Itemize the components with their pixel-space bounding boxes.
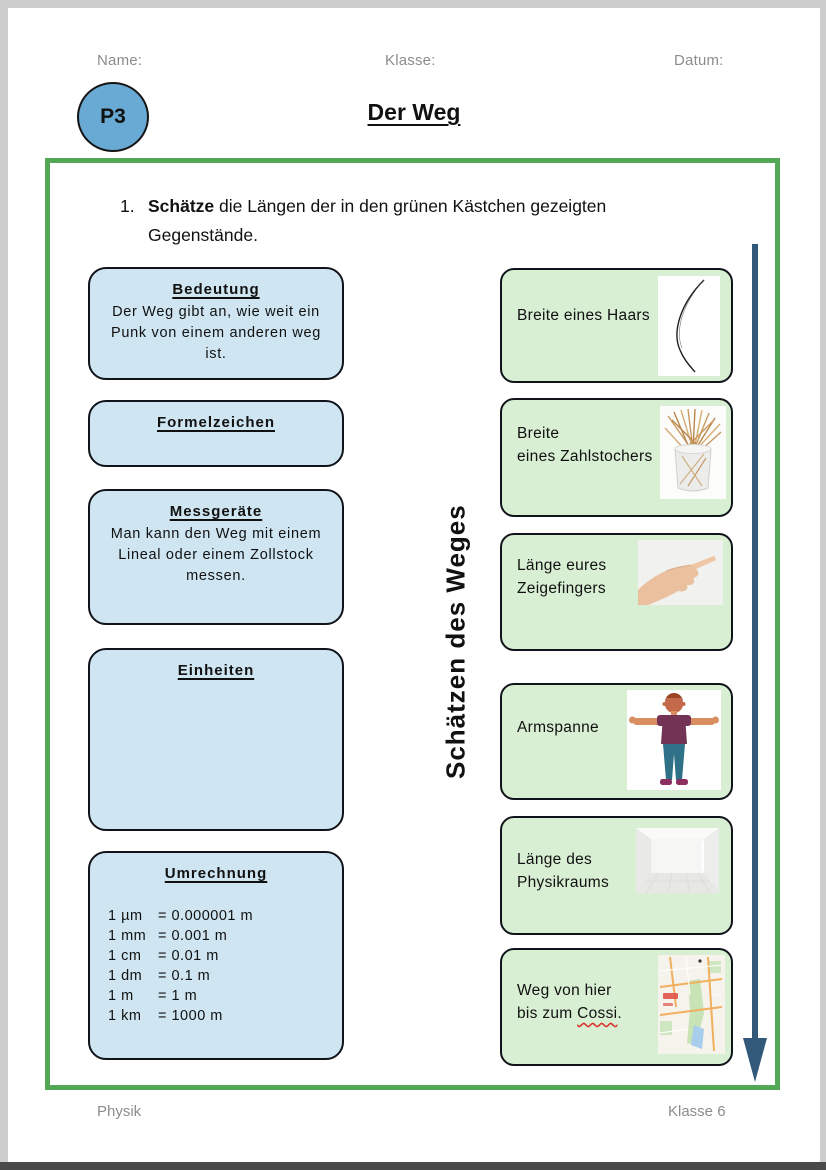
info-box-bedeutung: Bedeutung Der Weg gibt an, wie weit ein … [88,267,344,380]
estimate-label: Länge eures [517,557,607,574]
conversion-row: 1 m = 1 m [108,986,330,1006]
conversion-value: = 0.001 m [158,928,228,944]
estimate-label: Zeigefingers [517,580,606,597]
estimate-label: Breite eines Haars [517,307,650,324]
datum-label: Datum: [674,52,724,69]
estimate-label: Länge des [517,851,593,868]
info-box-title-row: Umrechnung [102,865,330,886]
estimate-label: bis zum [517,1005,578,1022]
info-box-formelzeichen: Formelzeichen [88,400,344,467]
footer-subject: Physik [97,1103,142,1120]
info-box-body: Der Weg gibt an, wie weit ein Punk von e… [110,304,322,362]
worksheet-code-badge: P3 [77,82,149,152]
conversion-value: = 1000 m [158,1008,223,1024]
task-instruction: 1. Schätze die Längen der in den grünen … [120,192,720,250]
conversion-row: 1 cm = 0.01 m [108,946,330,966]
estimate-label: Weg von hier [517,982,612,999]
estimate-label: Physikraums [517,874,610,891]
name-label: Name: [97,52,143,69]
conversion-unit: 1 km [108,1008,142,1024]
conversion-value: = 0.000001 m [158,908,254,924]
conversion-unit: 1 cm [108,948,142,964]
pointing-finger-icon [638,540,723,605]
estimate-label: Armspanne [517,719,599,736]
task-line2: Gegenstände. [148,225,258,245]
viewport-bottom-edge [0,1162,826,1170]
info-box-body: Man kann den Weg mit einem Lineal oder e… [110,526,322,584]
misspelled-word: Cossi [577,1005,618,1022]
info-box-title: Bedeutung [172,281,260,298]
conversion-value: = 1 m [158,988,198,1004]
conversion-unit: 1 µm [108,908,143,924]
task-rest: die Längen der in den grünen Kästchen ge… [214,196,607,216]
footer-class: Klasse 6 [668,1103,726,1120]
info-box-umrechnung: Umrechnung 1 µm = 0.000001 m 1 mm = 0.00… [88,851,344,1060]
toothpicks-cup-icon [660,406,726,499]
estimate-label: eines Zahlstochers [517,448,653,465]
conversion-row: 1 µm = 0.000001 m [108,906,330,926]
task-text: Schätze die Längen der in den grünen Käs… [148,192,606,250]
conversion-row: 1 mm = 0.001 m [108,926,330,946]
badge-label: P3 [100,105,126,128]
hair-strand-icon [658,276,720,376]
conversion-unit: 1 dm [108,968,143,984]
info-box-einheiten: Einheiten [88,648,344,831]
klasse-label: Klasse: [385,52,436,69]
estimate-label: . [617,1005,622,1022]
down-arrow-icon [740,238,772,1090]
page-title: Der Weg [367,99,461,125]
conversion-unit: 1 mm [108,928,147,944]
arm-span-person-icon [627,690,721,790]
info-box-title: Einheiten [177,662,255,679]
info-box-messgeraete: Messgeräte Man kann den Weg mit einem Li… [88,489,344,625]
conversion-row: 1 km = 1000 m [108,1006,330,1026]
section-vertical-label: Schätzen des Weges [440,504,471,780]
info-box-title: Formelzeichen [156,414,276,431]
task-verb: Schätze [148,196,215,216]
estimate-label: Breite [517,425,560,442]
conversion-row: 1 dm = 0.1 m [108,966,330,986]
conversion-value: = 0.01 m [158,948,219,964]
info-box-title: Umrechnung [164,865,268,882]
task-number: 1. [120,196,135,216]
conversion-table: 1 µm = 0.000001 m 1 mm = 0.001 m 1 cm = … [102,906,330,1026]
empty-room-icon [636,828,719,893]
conversion-unit: 1 m [108,988,134,1004]
conversion-value: = 0.1 m [158,968,211,984]
city-map-icon [658,955,725,1054]
info-box-title: Messgeräte [169,503,263,520]
